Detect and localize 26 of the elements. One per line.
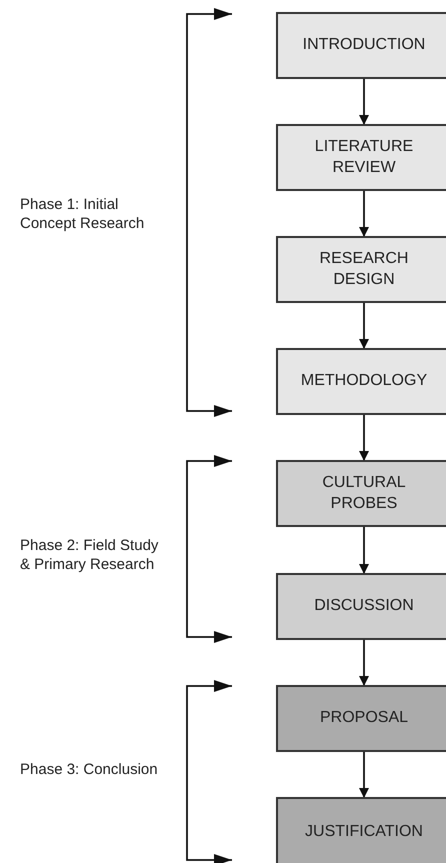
phase-label: Phase 1: Initial Concept Research [20, 194, 146, 234]
arrow [359, 415, 369, 461]
arrow [359, 640, 369, 686]
arrow [359, 79, 369, 125]
process-box [276, 573, 446, 640]
box-label: CULTURAL PROBES [321, 472, 407, 514]
process-box [276, 124, 446, 191]
arrow [359, 191, 369, 237]
box-label: METHODOLOGY [300, 371, 428, 392]
box-label: DISCUSSION [313, 596, 415, 616]
process-box [276, 685, 446, 752]
process-box [276, 460, 446, 527]
process-box [276, 797, 446, 863]
arrow [359, 527, 369, 574]
box-label: RESEARCH DESIGN [318, 248, 410, 290]
process-box [276, 12, 446, 79]
arrow [359, 303, 369, 349]
process-box [276, 348, 446, 415]
box-label: JUSTIFICATION [304, 822, 424, 842]
box-label: LITERATURE REVIEW [314, 136, 414, 178]
phase-label: Phase 2: Field Study & Primary Research [20, 536, 160, 574]
box-label: PROPOSAL [318, 708, 410, 728]
phase-label: Phase 3: Conclusion [20, 760, 159, 780]
box-label: INTRODUCTION [302, 35, 426, 56]
process-box [276, 236, 446, 303]
arrow [359, 752, 369, 798]
